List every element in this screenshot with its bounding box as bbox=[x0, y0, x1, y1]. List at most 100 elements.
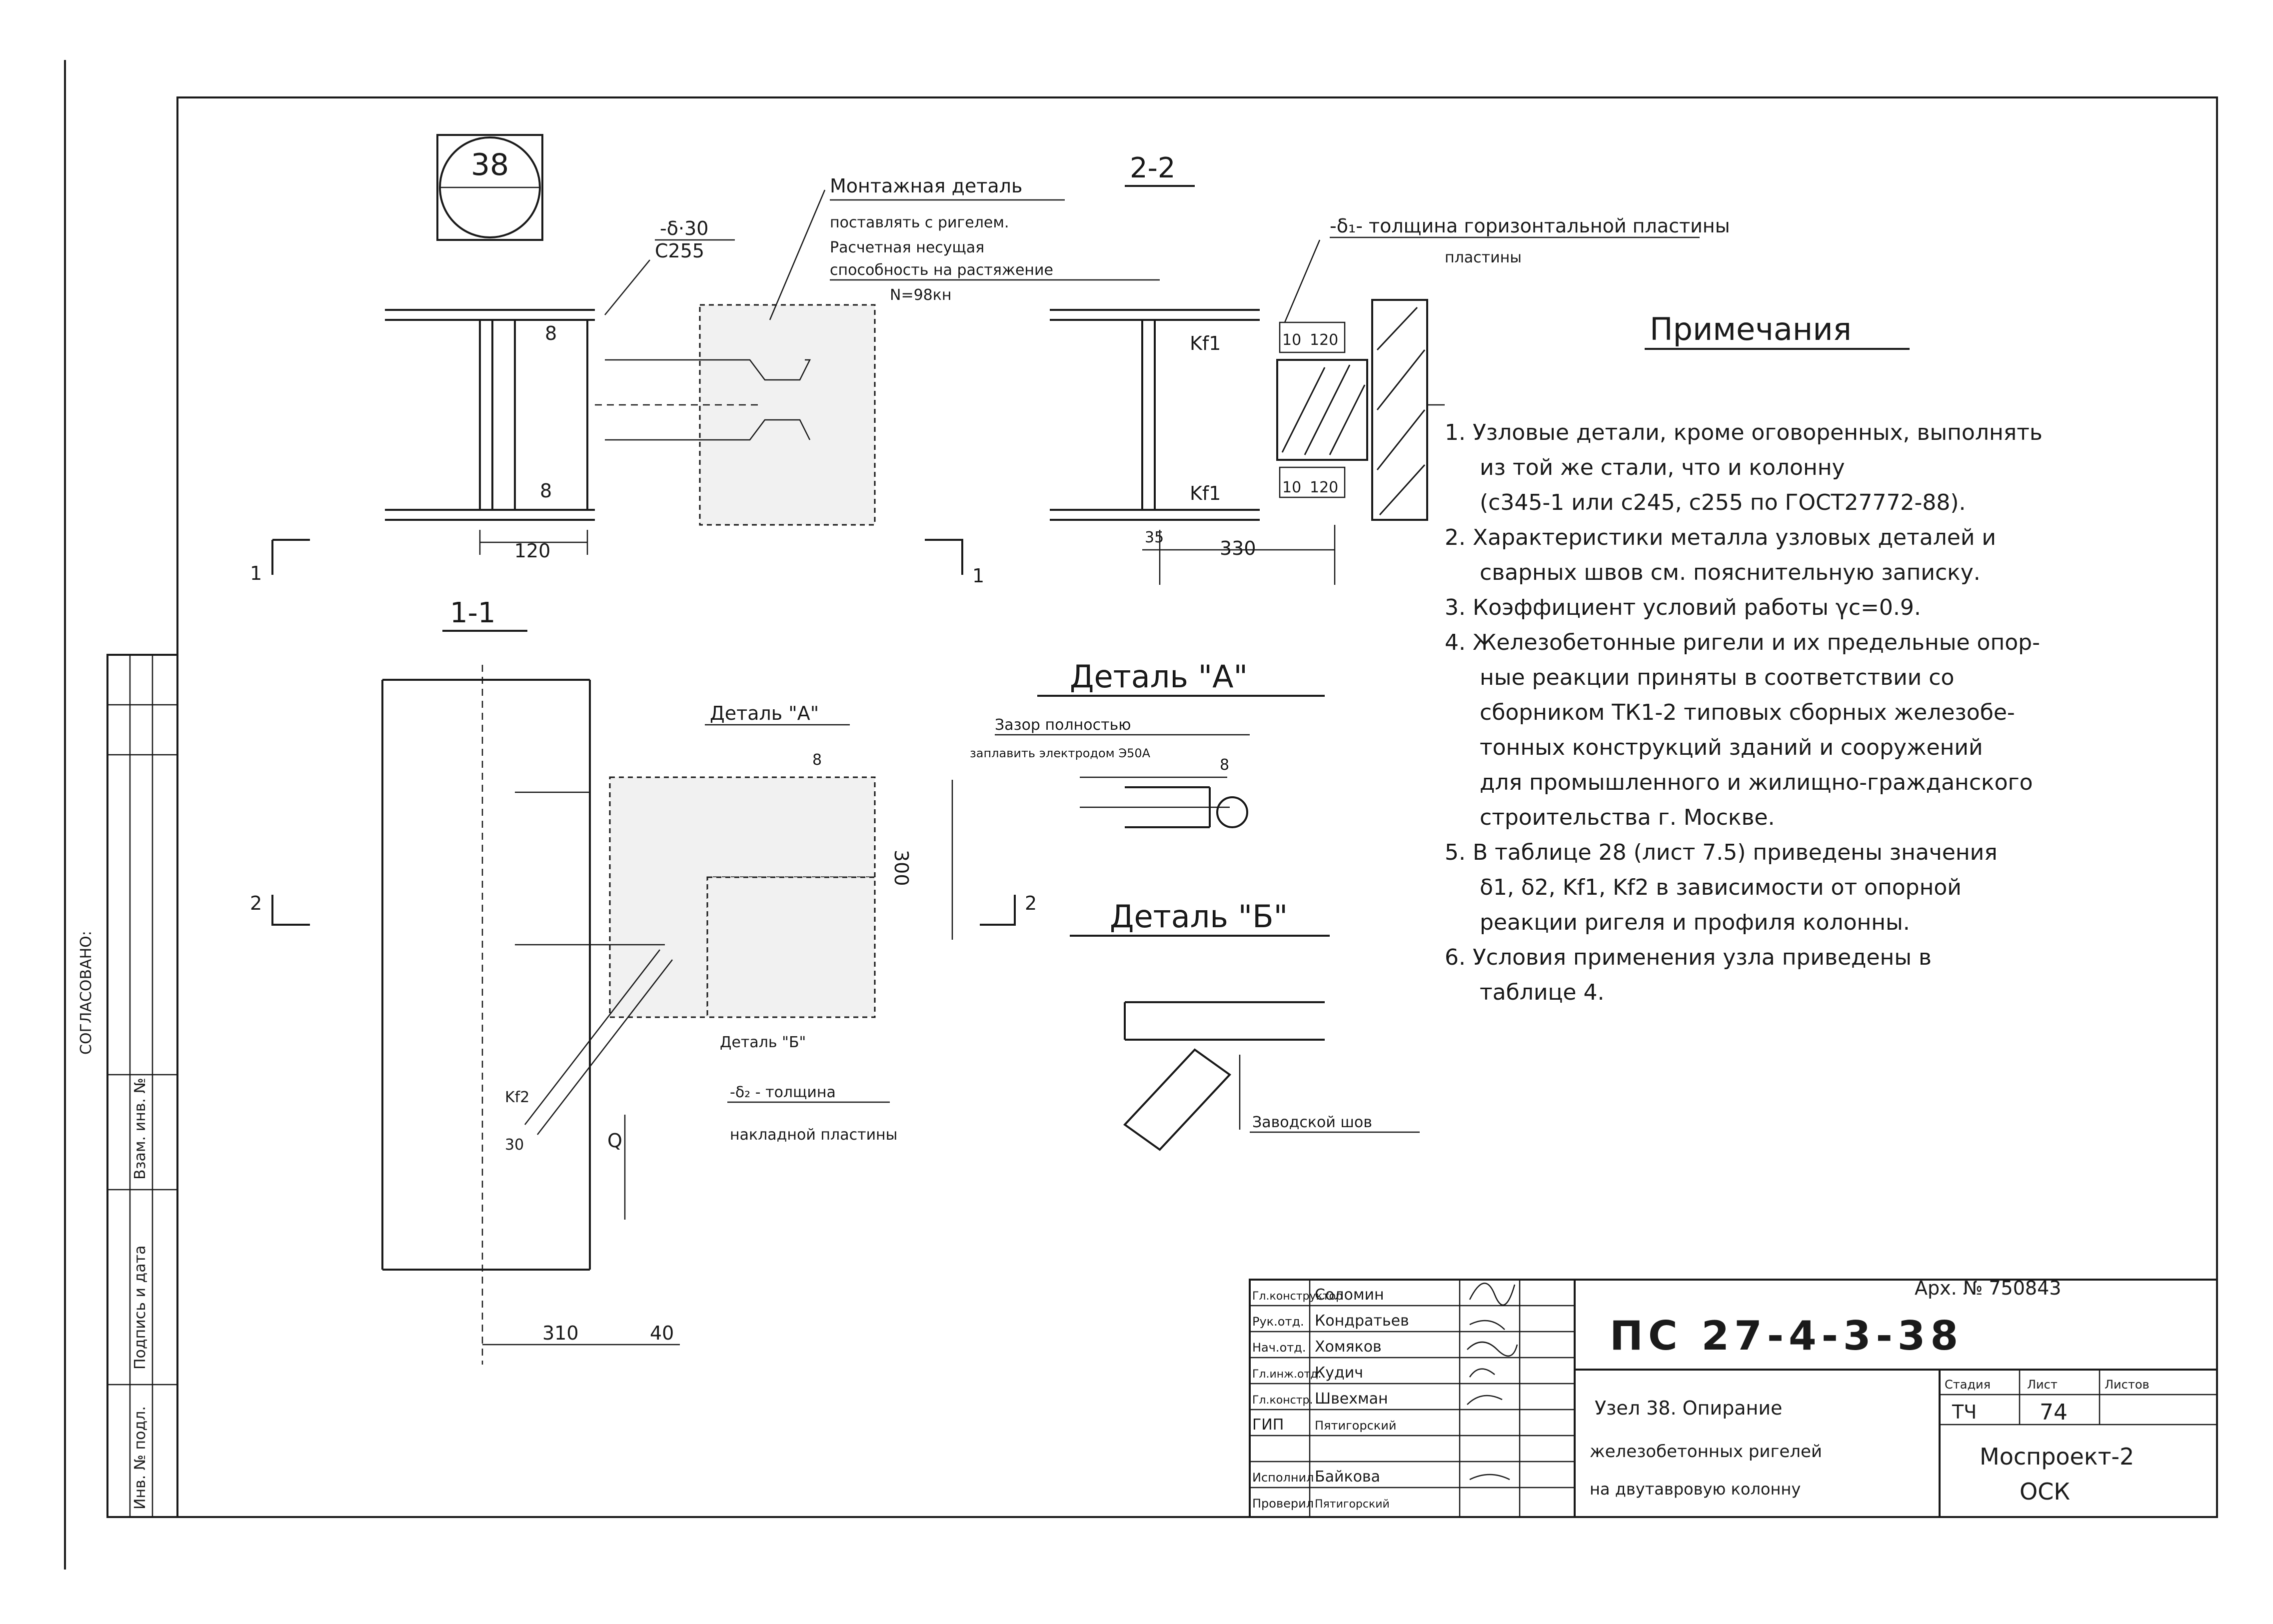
role-4: Гл.инж.отд. bbox=[1252, 1368, 1321, 1381]
detail-b-title: Деталь "Б" bbox=[1110, 898, 1288, 935]
cut2-right: 2 bbox=[1025, 892, 1037, 914]
note-line-5: сварных швов см. пояснительную записку. bbox=[1480, 560, 1981, 585]
role-5: Гл.констр. bbox=[1252, 1394, 1313, 1407]
plate-thickness-label: -δ·30 bbox=[660, 217, 708, 239]
kf1-bottom: Kf1 bbox=[1190, 482, 1221, 504]
note-line-15: реакции ригеля и профиля колонны. bbox=[1480, 910, 1910, 935]
note-line-6: 3. Коэффициент условий работы γc=0.9. bbox=[1445, 595, 1921, 620]
dim-10-top: 10 bbox=[1282, 331, 1301, 349]
detail-a: Деталь "А" Зазор полностью заплавить эле… bbox=[970, 658, 1325, 828]
node-number: 38 bbox=[471, 147, 509, 182]
plate1-label-2: пластины bbox=[1445, 249, 1522, 266]
note-line-9: сборником ТК1-2 типовых сборных железобе… bbox=[1480, 700, 2015, 725]
mount-note-4: способность на растяжение bbox=[830, 261, 1053, 279]
note-line-13: 5. В таблице 28 (лист 7.5) приведены зна… bbox=[1445, 840, 1998, 865]
dim-35: 35 bbox=[1145, 529, 1164, 546]
stamp-col-replace: Взам. инв. № bbox=[131, 1078, 149, 1180]
weld-bottom-size: 8 bbox=[540, 480, 552, 502]
column-elevation-top: 8 8 120 -δ·30 С255 Монтажная деталь пост… bbox=[385, 175, 1160, 562]
note-line-3: (с345-1 или с245, с255 по ГОСТ27772-88). bbox=[1480, 490, 1966, 515]
note-line-1: 1. Узловые детали, кроме оговоренных, вы… bbox=[1445, 420, 2043, 445]
weld-top-size: 8 bbox=[545, 322, 557, 344]
section-2-2: 2-2 Kf1 Kf1 10 120 10 120 35 bbox=[1050, 152, 1730, 585]
role-1: Гл.конструктор bbox=[1252, 1290, 1343, 1303]
note-line-14: δ1, δ2, Kf1, Kf2 в зависимости от опорно… bbox=[1480, 875, 1962, 900]
note-line-17: таблице 4. bbox=[1480, 980, 1604, 1005]
name-9: Пятигорский bbox=[1315, 1498, 1390, 1511]
section-1-1-title: 1-1 bbox=[450, 597, 495, 629]
plate2-label-2: накладной пластины bbox=[730, 1126, 897, 1144]
section-1-1: 1-1 8 300 Деталь "А" Деталь "Б" Kf2 30 Q… bbox=[381, 597, 953, 1365]
role-8: Исполнил bbox=[1252, 1471, 1314, 1485]
note-line-16: 6. Условия применения узла приведены в bbox=[1445, 945, 1932, 970]
notes-title: Примечания bbox=[1650, 311, 1852, 347]
detail-b: Деталь "Б" Заводской шов bbox=[1070, 898, 1420, 1151]
detail-a-title: Деталь "А" bbox=[1070, 658, 1248, 695]
cut-mark-1: 1 1 bbox=[250, 539, 984, 587]
detail-a-dim: 8 bbox=[1220, 756, 1229, 774]
kf2-label: Kf2 bbox=[505, 1089, 529, 1106]
notes-block: Примечания 1. Узловые детали, кроме огов… bbox=[1445, 311, 2043, 1005]
note-line-12: строительства г. Москве. bbox=[1480, 805, 1775, 830]
stage-value: ТЧ bbox=[1952, 1401, 1977, 1423]
dim-10-bottom: 10 bbox=[1282, 479, 1301, 496]
title-desc-1: Узел 38. Опирание bbox=[1595, 1397, 1782, 1419]
org-name: Моспроект-2 bbox=[1980, 1443, 2134, 1470]
sheet-header: Лист bbox=[2027, 1378, 2058, 1392]
role-2: Рук.отд. bbox=[1252, 1315, 1304, 1329]
role-3: Нач.отд. bbox=[1252, 1341, 1306, 1355]
plate2-label-1: -δ₂ - толщина bbox=[730, 1084, 836, 1101]
name-6: Пятигорский bbox=[1315, 1419, 1396, 1433]
plate1-label: -δ₁- толщина горизонтальной пластины bbox=[1330, 215, 1730, 237]
dim-120-top: 120 bbox=[1310, 331, 1338, 349]
note-line-11: для промышленного и жилищно-гражданского bbox=[1480, 770, 2033, 795]
detail-a-ref: Деталь "А" bbox=[710, 702, 819, 724]
name-3: Хомяков bbox=[1315, 1338, 1382, 1356]
factory-weld-note: Заводской шов bbox=[1252, 1114, 1372, 1131]
detail-b-ref: Деталь "Б" bbox=[720, 1034, 806, 1051]
section-2-2-title: 2-2 bbox=[1130, 152, 1175, 184]
mount-note-1: Монтажная деталь bbox=[830, 175, 1022, 197]
cut1-left: 1 bbox=[250, 562, 262, 584]
document-code: ПС 27-4-3-38 bbox=[1610, 1313, 1963, 1359]
title-block: Арх. № 750843 Гл.конструктор Соломин Рук… bbox=[1249, 1277, 2218, 1518]
agreed-label: СОГЛАСОВАНО: bbox=[77, 931, 95, 1055]
dim-40: 40 bbox=[650, 1322, 674, 1344]
dim-120: 120 bbox=[514, 540, 551, 562]
cut2-left: 2 bbox=[250, 892, 262, 914]
sheets-header: Листов bbox=[2105, 1378, 2150, 1392]
dim-330: 330 bbox=[1220, 537, 1256, 559]
name-5: Швехман bbox=[1315, 1390, 1388, 1408]
stage-header: Стадия bbox=[1945, 1378, 1991, 1392]
name-4: Кудич bbox=[1315, 1364, 1363, 1382]
note-line-2: из той же стали, что и колонну bbox=[1480, 455, 1845, 480]
cut-mark-2: 2 2 bbox=[250, 892, 1037, 926]
role-6: ГИП bbox=[1252, 1416, 1284, 1434]
kf1-top: Kf1 bbox=[1190, 332, 1221, 354]
title-desc-3: на двутавровую колонну bbox=[1590, 1480, 1801, 1499]
note-line-8: ные реакции приняты в соответствии со bbox=[1480, 665, 1954, 690]
dim-30: 30 bbox=[505, 1136, 524, 1154]
dim-300: 300 bbox=[890, 850, 912, 886]
archive-number: Арх. № 750843 bbox=[1915, 1277, 2061, 1299]
dim-8: 8 bbox=[812, 751, 822, 769]
plate-steel-label: С255 bbox=[655, 240, 704, 262]
q-label: Q bbox=[607, 1130, 622, 1152]
org-dept: ОСК bbox=[2020, 1478, 2070, 1505]
sheet-value: 74 bbox=[2040, 1400, 2068, 1425]
name-8: Байкова bbox=[1315, 1468, 1380, 1486]
node-marker: 38 bbox=[436, 134, 543, 241]
cut1-right: 1 bbox=[972, 565, 984, 587]
role-9: Проверил bbox=[1252, 1497, 1314, 1511]
dim-120-bottom: 120 bbox=[1310, 479, 1338, 496]
gap-note-2: заплавить электродом Э50А bbox=[970, 746, 1151, 760]
gap-note-1: Зазор полностью bbox=[995, 716, 1131, 734]
mount-note-3: Расчетная несущая bbox=[830, 239, 984, 256]
mount-note-2: поставлять с ригелем. bbox=[830, 214, 1009, 231]
side-stamp: СОГЛАСОВАНО: Взам. инв. № Подпись и дата… bbox=[77, 654, 178, 1518]
name-2: Кондратьев bbox=[1315, 1312, 1409, 1330]
name-1: Соломин bbox=[1315, 1286, 1384, 1304]
note-line-7: 4. Железобетонные ригели и их предельные… bbox=[1445, 630, 2040, 655]
note-line-4: 2. Характеристики металла узловых детале… bbox=[1445, 525, 1996, 550]
